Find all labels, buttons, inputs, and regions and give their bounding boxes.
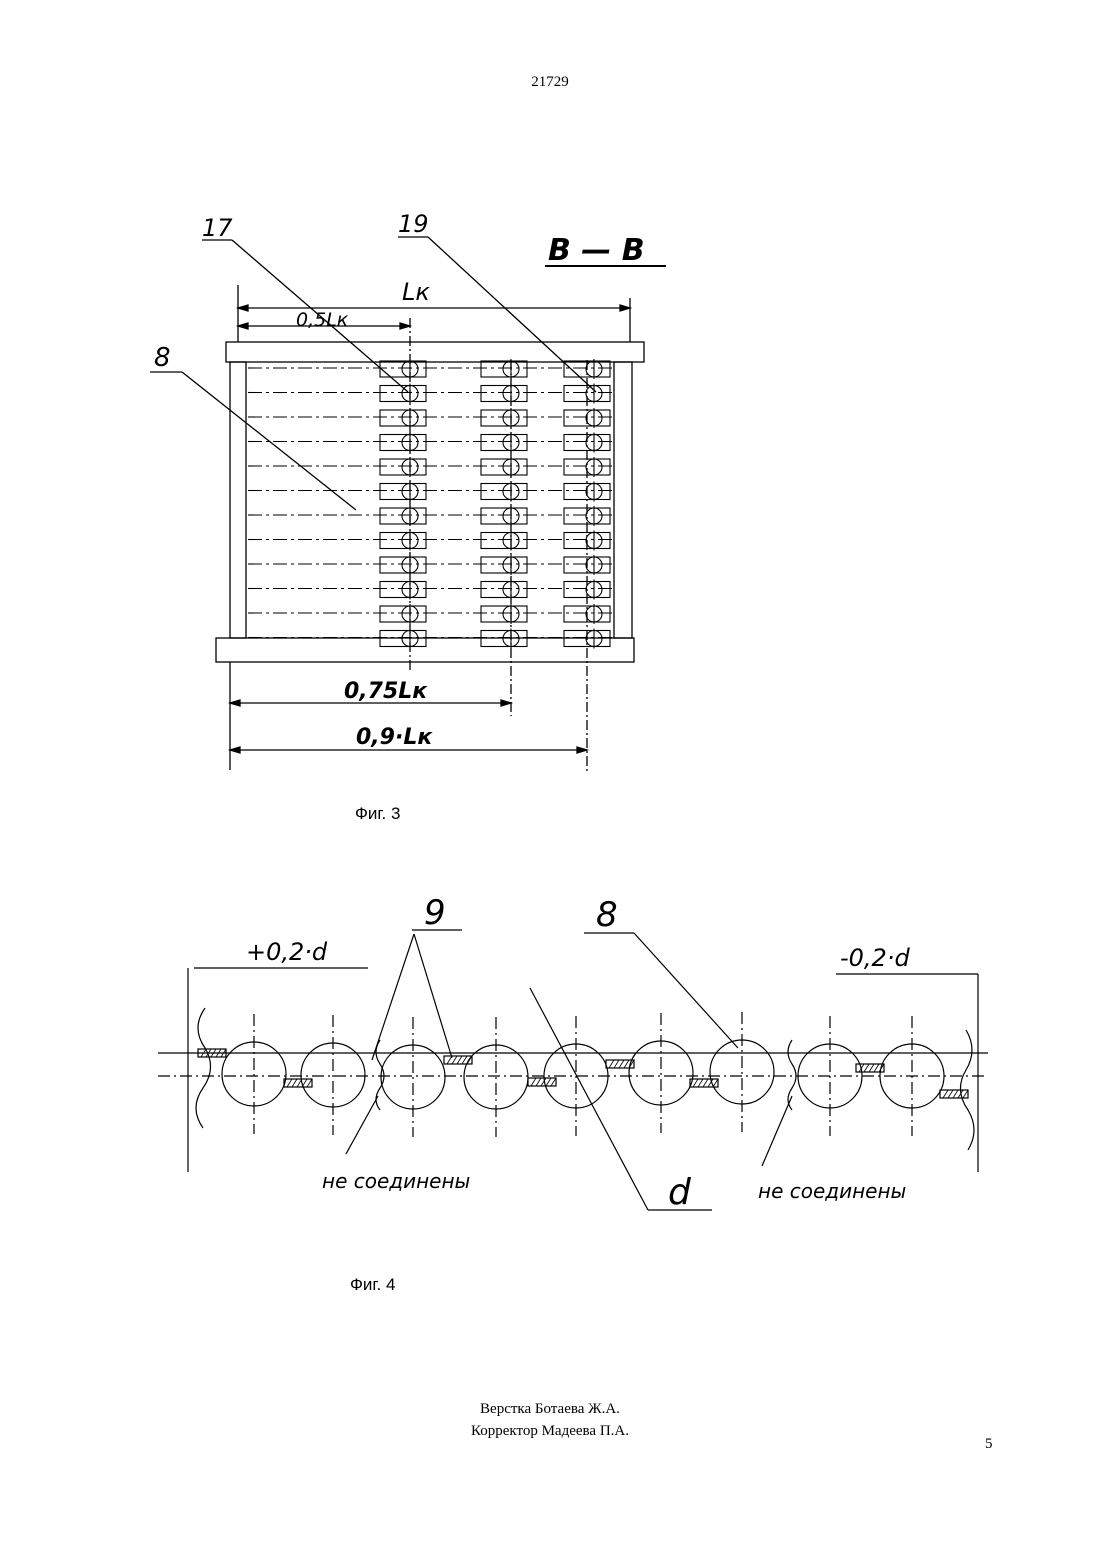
position-label-17: 17 xyxy=(202,214,233,242)
spacer-block xyxy=(380,557,426,573)
spacer-block xyxy=(481,484,527,500)
frame-right-post xyxy=(614,362,632,638)
spacer-block xyxy=(380,533,426,549)
spacer-block xyxy=(481,361,527,377)
proof-credit: Корректор Мадеева П.А. xyxy=(0,1420,1100,1442)
tolerance-plus-label: +0,2·d xyxy=(246,938,328,966)
spacer-block xyxy=(380,410,426,426)
leader-not-connected-right xyxy=(762,1096,792,1166)
dim-label-lk: Lк xyxy=(402,278,430,306)
leader-8 xyxy=(634,933,738,1048)
spacer-block xyxy=(481,435,527,451)
figure-4-caption: Фиг. 4 xyxy=(350,1275,395,1295)
spacer-block xyxy=(481,386,527,402)
tolerance-minus-label: -0,2·d xyxy=(840,944,910,972)
position-label-8: 8 xyxy=(596,895,618,935)
dim-label-05lk: 0,5Lк xyxy=(296,309,349,331)
spacer-block xyxy=(380,459,426,475)
dim-label-075lk: 0,75Lк xyxy=(344,679,428,704)
spacer-block xyxy=(481,557,527,573)
diameter-label: d xyxy=(668,1172,692,1213)
footer-credits: Верстка Ботаева Ж.А. Корректор Мадеева П… xyxy=(0,1398,1100,1442)
section-label: В — В xyxy=(548,233,645,268)
spacer-block xyxy=(380,484,426,500)
break-line-left xyxy=(196,1008,211,1128)
position-label-8: 8 xyxy=(154,343,171,373)
spacer-block xyxy=(380,582,426,598)
break-line-mid-left xyxy=(376,1040,384,1110)
leader-not-connected-left xyxy=(346,1096,378,1154)
figure-3-drawing: В — В Lк 0,5Lк 0,75Lк 0,9·Lк 8 17 19 xyxy=(0,0,1100,800)
position-label-19: 19 xyxy=(398,210,429,238)
spacer-block xyxy=(481,606,527,622)
layout-credit: Верстка Ботаева Ж.А. xyxy=(0,1398,1100,1420)
leader-9-b xyxy=(372,934,414,1060)
spacer-block xyxy=(380,508,426,524)
page-number: 5 xyxy=(985,1436,993,1453)
figure-3-caption: Фиг. 3 xyxy=(355,804,400,824)
frame-left-post xyxy=(230,362,246,638)
dim-label-09lk: 0,9·Lк xyxy=(356,725,433,750)
diameter-leader xyxy=(530,988,648,1210)
not-connected-left-label: не соединены xyxy=(322,1169,470,1193)
spacer-block xyxy=(481,459,527,475)
spacer-block xyxy=(481,582,527,598)
figure-4-drawing: +0,2·d -0,2·d 9 8 d не соединены не соед… xyxy=(0,880,1100,1240)
break-line-mid-right xyxy=(788,1040,796,1110)
leader-9-a xyxy=(414,934,452,1058)
spacer-block xyxy=(481,410,527,426)
spacer-block xyxy=(481,533,527,549)
spacer-block xyxy=(481,508,527,524)
spacer-block xyxy=(380,606,426,622)
frame-bottom-bar xyxy=(216,638,634,662)
spacer-block xyxy=(380,435,426,451)
position-label-9: 9 xyxy=(424,893,446,933)
not-connected-right-label: не соединены xyxy=(758,1179,906,1203)
frame-top-bar xyxy=(226,342,644,362)
